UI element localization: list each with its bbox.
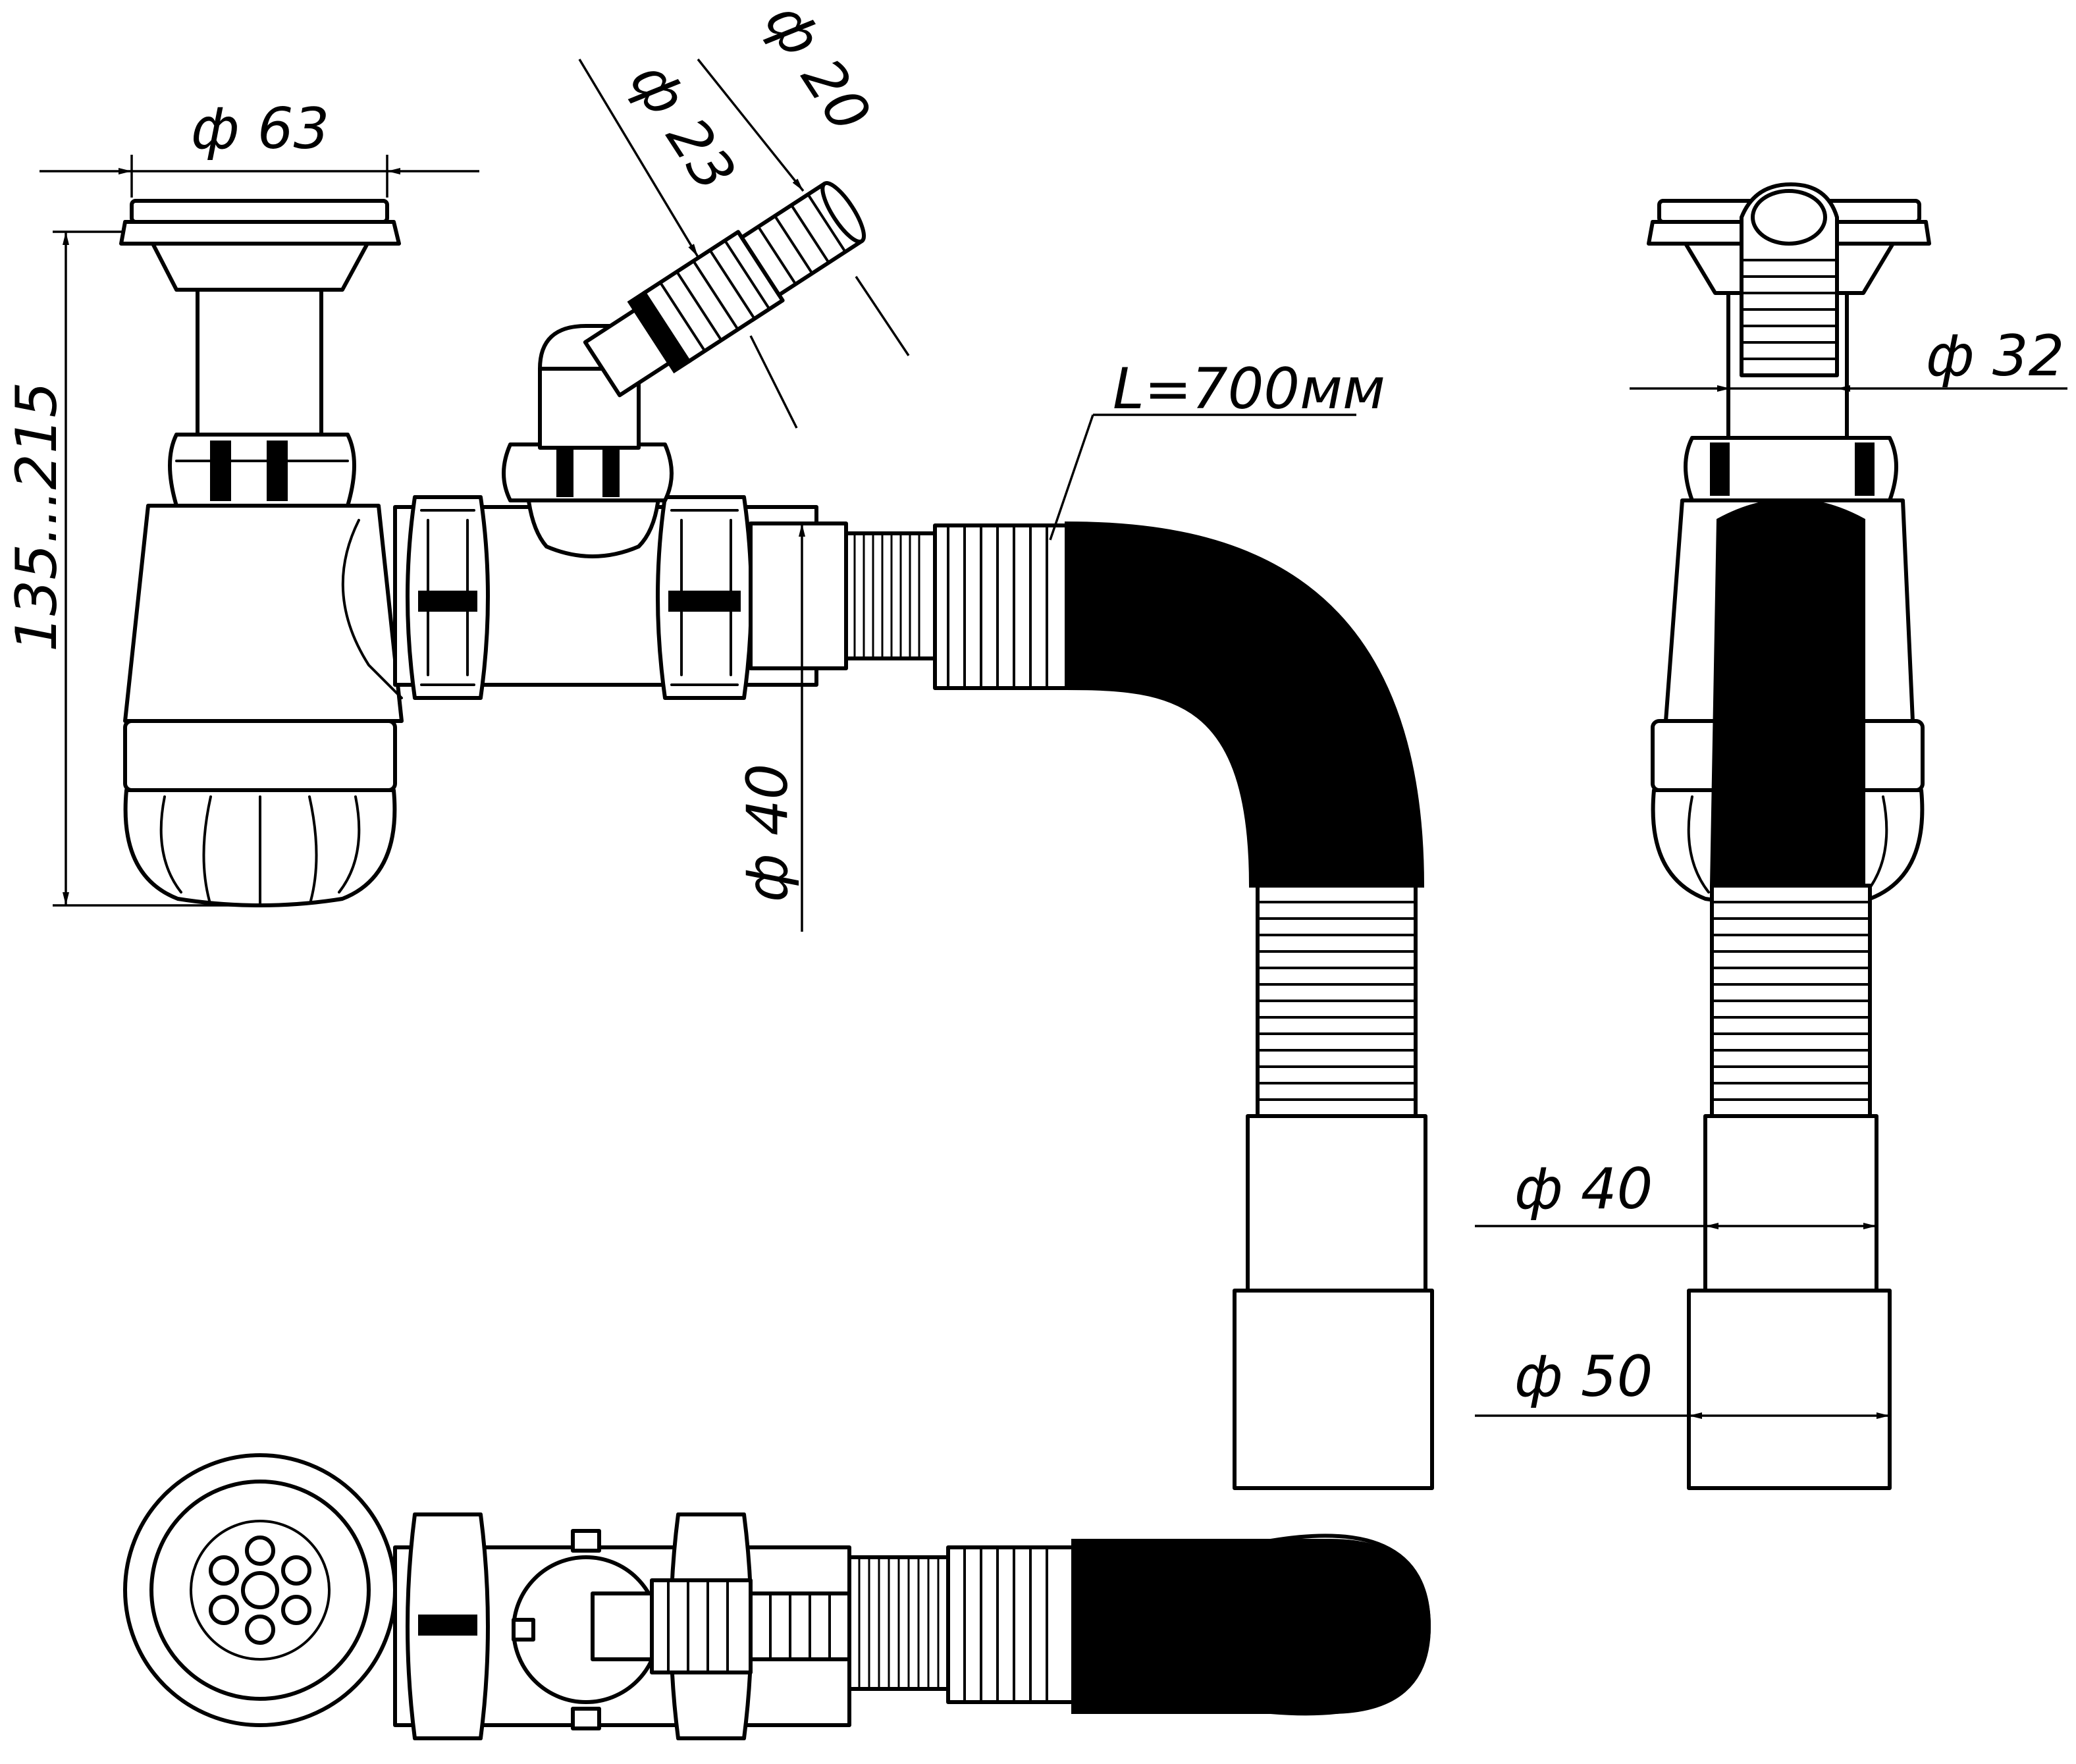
top-nut (168, 433, 356, 508)
dimensions: ф 63 135...215 ф 23 ф 20 L=700мм ф 40 ф … (4, 0, 2067, 1419)
side-hose-barb (1740, 182, 1839, 377)
dim-d23-label: ф 23 (617, 51, 747, 203)
strainer (123, 1453, 397, 1727)
top-view (123, 1453, 1431, 1740)
corrugated-section (844, 523, 1069, 690)
dim-d20-label: ф 20 (752, 0, 882, 144)
dim-length-label: L=700мм (1113, 356, 1385, 422)
front-view (119, 181, 1434, 1490)
vertical-corrugation (1256, 884, 1418, 1118)
bottle-cap (123, 719, 397, 907)
dim-d32-label: ф 32 (1926, 323, 2064, 389)
top-hose (1071, 1539, 1431, 1714)
flexible-hose-elbow (1065, 521, 1425, 888)
bottle-body (123, 504, 404, 723)
dim-d63-label: ф 63 (191, 96, 329, 162)
dim-d40-side-label: ф 40 (1514, 1156, 1653, 1222)
dim-height-label: 135...215 (4, 382, 70, 652)
outlet-adaptor (1233, 1114, 1434, 1490)
tee-pipe (393, 495, 848, 700)
overflow-hose-barb (583, 181, 866, 398)
dim-d50-label: ф 50 (1514, 1344, 1653, 1410)
side-view (1647, 182, 1931, 1490)
drain-flange (119, 199, 401, 437)
dim-d40-main-label: ф 40 (735, 764, 801, 902)
side-hose-core (1709, 498, 1865, 888)
